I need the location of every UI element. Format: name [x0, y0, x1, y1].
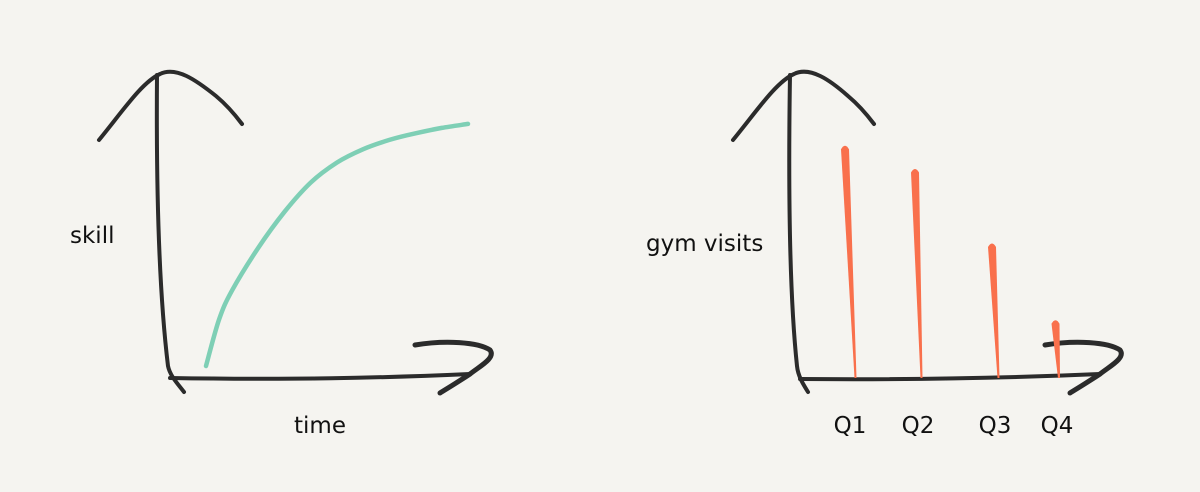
- skill-x-axis-arrowhead: [412, 339, 494, 396]
- gym-tick-label-q2: Q2: [902, 413, 935, 439]
- gym-tick-label-q1: Q1: [834, 413, 867, 439]
- gym-bar-q2: [911, 169, 923, 378]
- skill-y-axis-line: [154, 73, 186, 394]
- gym-bar-q4: [1051, 320, 1060, 378]
- gym-tick-labels: Q1 Q2 Q3 Q4: [834, 413, 1074, 439]
- gym-tick-label-q3: Q3: [979, 413, 1012, 439]
- gym-y-axis-line: [787, 73, 810, 394]
- skill-chart: skill time: [70, 69, 494, 439]
- skill-x-axis: [168, 339, 494, 396]
- gym-x-axis-line: [798, 372, 1102, 382]
- gym-chart: Q1 Q2 Q3 Q4 gym visits: [646, 69, 1124, 439]
- gym-bar-q3: [988, 243, 1000, 378]
- skill-y-axis-arrowhead: [97, 69, 244, 142]
- gym-x-axis: [798, 339, 1124, 396]
- skill-x-axis-line: [168, 372, 472, 381]
- skill-y-label: skill: [70, 223, 114, 249]
- skill-y-axis: [97, 69, 244, 394]
- skill-line-series: [203, 121, 471, 369]
- gym-bar-q1: [841, 145, 857, 378]
- gym-x-axis-arrowhead: [1042, 339, 1124, 396]
- gym-tick-label-q4: Q4: [1041, 413, 1074, 439]
- gym-y-label: gym visits: [646, 231, 763, 257]
- gym-bars: [841, 145, 1060, 378]
- skill-x-label: time: [294, 413, 346, 439]
- gym-y-axis-arrowhead: [731, 69, 876, 142]
